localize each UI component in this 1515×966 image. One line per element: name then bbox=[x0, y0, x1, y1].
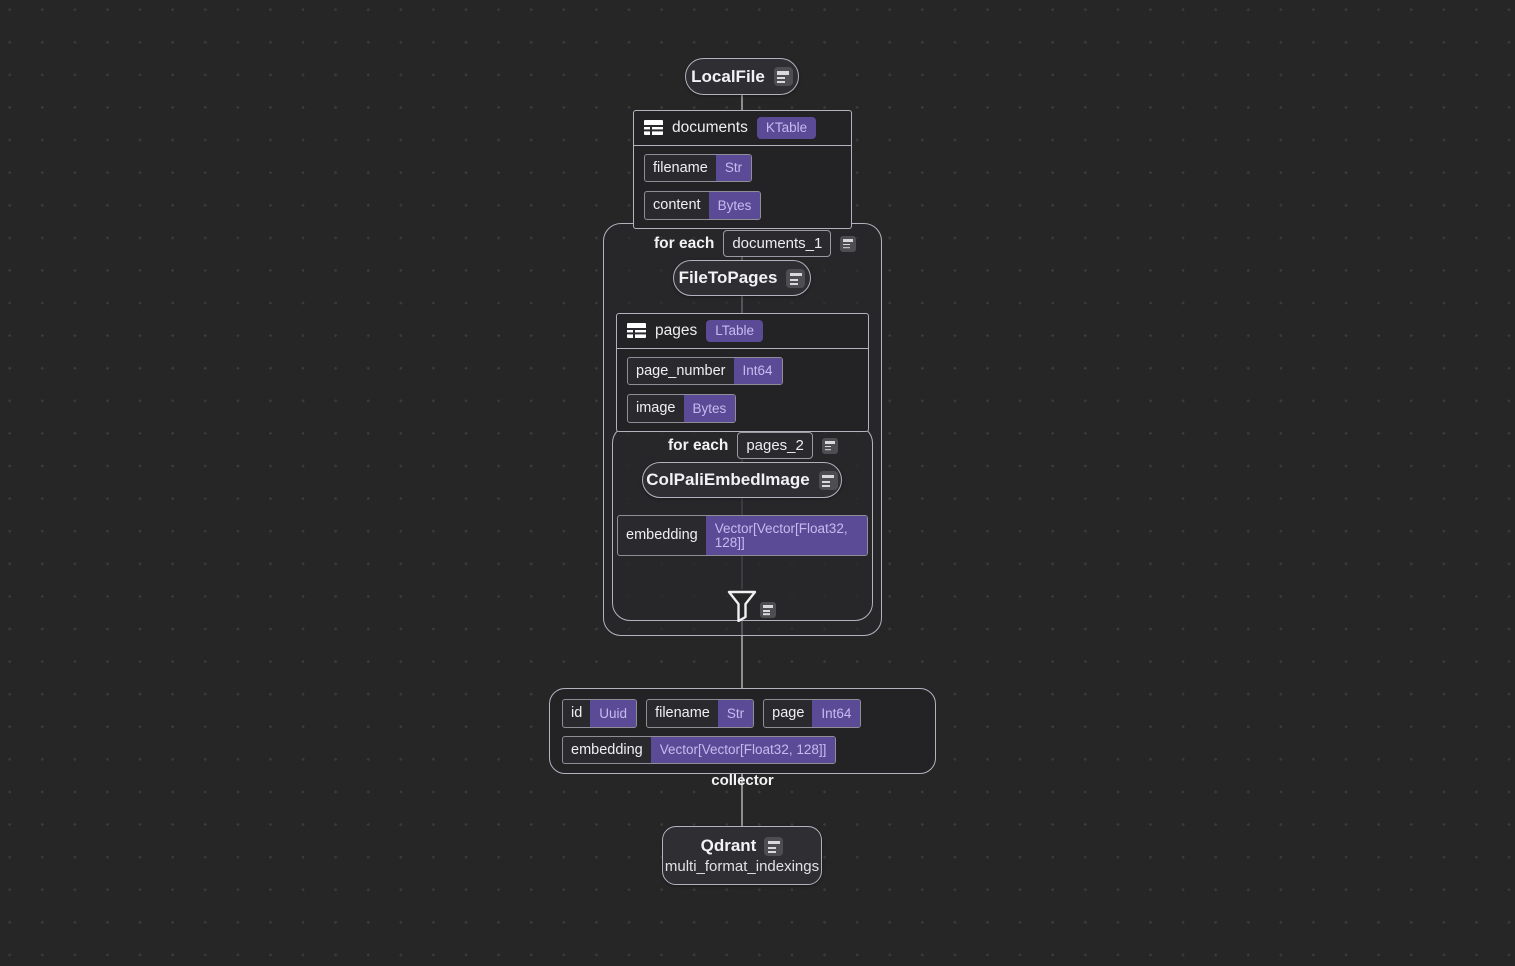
collector-row: id Uuid filename Str page Int64 bbox=[562, 699, 923, 728]
schema-pages-header: pages LTable bbox=[617, 314, 868, 349]
field-name: id bbox=[571, 705, 583, 721]
schema-embedding[interactable]: embedding Vector[Vector[Float32, 128]] bbox=[617, 515, 868, 556]
node-qdrant[interactable]: Qdrant multi_format_indexings bbox=[662, 826, 822, 885]
for-each-value[interactable]: pages_2 bbox=[737, 432, 813, 459]
field-type: Int64 bbox=[733, 357, 782, 384]
field-name: embedding bbox=[571, 741, 643, 758]
field-chip[interactable]: embedding Vector[Vector[Float32, 128]] bbox=[562, 735, 837, 764]
loop-header-outer[interactable]: for each documents_1 bbox=[654, 230, 857, 257]
note-icon[interactable] bbox=[764, 836, 784, 856]
node-filetopages-label: FileToPages bbox=[678, 268, 778, 287]
field-name: page bbox=[772, 705, 805, 721]
node-filter[interactable] bbox=[726, 588, 776, 622]
field-name: embedding bbox=[626, 527, 698, 544]
schema-pages[interactable]: pages LTable page_number Int64 image Byt… bbox=[616, 313, 869, 432]
field-type: Uuid bbox=[590, 700, 637, 727]
field-chip[interactable]: content Bytes bbox=[644, 191, 762, 220]
node-localfile[interactable]: LocalFile bbox=[685, 58, 799, 95]
table-icon bbox=[627, 323, 646, 339]
schema-documents-fields: filename Str content Bytes bbox=[634, 146, 851, 228]
schema-embedding-fields: embedding Vector[Vector[Float32, 128]] bbox=[617, 515, 868, 556]
node-colpaliembedimage-label: ColPaliEmbedImage bbox=[646, 470, 810, 489]
field-chip[interactable]: filename Str bbox=[644, 153, 753, 182]
field-chip[interactable]: page_number Int64 bbox=[627, 356, 783, 385]
note-icon[interactable] bbox=[760, 602, 776, 618]
field-name: filename bbox=[655, 705, 710, 721]
field-chip[interactable]: id Uuid bbox=[562, 699, 638, 728]
note-icon[interactable] bbox=[818, 470, 838, 490]
for-each-label: for each bbox=[654, 234, 715, 252]
node-localfile-label: LocalFile bbox=[691, 66, 765, 86]
field-chip[interactable]: page Int64 bbox=[763, 699, 862, 728]
field-chip[interactable]: embedding Vector[Vector[Float32, 128]] bbox=[617, 515, 868, 556]
field-type: Str bbox=[717, 700, 754, 727]
node-colpaliembedimage[interactable]: ColPaliEmbedImage bbox=[642, 462, 842, 498]
schema-pages-name: pages bbox=[655, 321, 698, 339]
schema-documents-name: documents bbox=[672, 118, 748, 136]
collector-node[interactable]: id Uuid filename Str page Int64 embeddin… bbox=[549, 688, 936, 789]
schema-pages-fields: page_number Int64 image Bytes bbox=[617, 349, 868, 431]
connector-loop-collector bbox=[741, 636, 743, 690]
field-type: Bytes bbox=[708, 192, 761, 219]
note-icon[interactable] bbox=[840, 235, 857, 252]
note-icon[interactable] bbox=[786, 268, 806, 288]
filter-icon[interactable] bbox=[726, 588, 758, 622]
schema-documents-header: documents KTable bbox=[634, 111, 851, 146]
field-name: image bbox=[636, 400, 676, 416]
field-type: Str bbox=[715, 154, 752, 181]
node-qdrant-title: Qdrant bbox=[700, 836, 757, 855]
connector-collector-qdrant bbox=[741, 774, 743, 826]
field-name: content bbox=[653, 197, 701, 213]
schema-documents[interactable]: documents KTable filename Str content By… bbox=[633, 110, 852, 229]
schema-documents-kind: KTable bbox=[756, 117, 817, 139]
field-name: page_number bbox=[636, 362, 726, 379]
field-chip[interactable]: filename Str bbox=[646, 699, 755, 728]
field-type: Vector[Vector[Float32, 128]] bbox=[705, 516, 867, 555]
field-name: filename bbox=[653, 159, 708, 176]
field-type: Int64 bbox=[812, 700, 861, 727]
field-type: Vector[Vector[Float32, 128]] bbox=[650, 736, 836, 763]
for-each-label: for each bbox=[668, 436, 729, 454]
table-icon bbox=[644, 120, 663, 136]
field-chip[interactable]: image Bytes bbox=[627, 394, 737, 423]
loop-header-inner[interactable]: for each pages_2 bbox=[668, 432, 838, 459]
node-filetopages[interactable]: FileToPages bbox=[673, 260, 811, 296]
node-qdrant-title-row: Qdrant bbox=[701, 836, 784, 856]
note-icon[interactable] bbox=[821, 437, 838, 454]
schema-pages-kind: LTable bbox=[706, 320, 764, 342]
note-icon[interactable] bbox=[773, 67, 793, 86]
collector-title: collector bbox=[711, 772, 774, 789]
connector-localfile-documents bbox=[741, 94, 743, 112]
collector-row: embedding Vector[Vector[Float32, 128]] bbox=[562, 735, 923, 764]
field-type: Bytes bbox=[683, 395, 736, 422]
for-each-value[interactable]: documents_1 bbox=[723, 230, 832, 257]
node-qdrant-subtitle: multi_format_indexings bbox=[664, 858, 820, 875]
